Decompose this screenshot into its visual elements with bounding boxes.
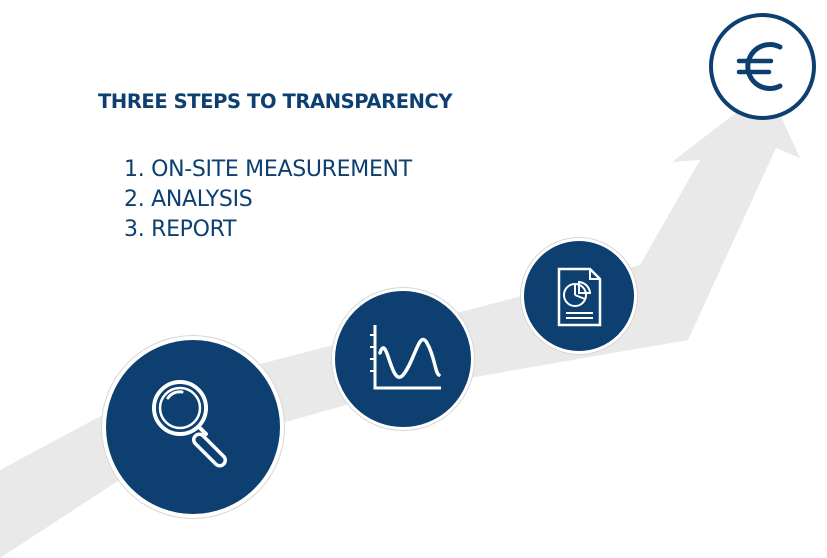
pie-chart-report-icon (557, 267, 602, 327)
step-item-measurement: 1. ON-SITE MEASUREMENT (124, 157, 412, 182)
line-chart-icon (370, 325, 441, 390)
analysis-step-circle (332, 288, 474, 430)
magnifying-glass-icon (152, 380, 228, 468)
diagram-title: THREE STEPS TO TRANSPARENCY (98, 90, 453, 113)
measurement-step-circle (102, 336, 284, 518)
euro-goal-circle (709, 13, 816, 120)
step-item-report: 3. REPORT (124, 217, 237, 242)
steps-list: 1. ON-SITE MEASUREMENT 2. ANALYSIS 3. RE… (124, 155, 412, 245)
report-step-circle (521, 238, 637, 354)
step-item-analysis: 2. ANALYSIS (124, 187, 253, 212)
euro-icon (736, 42, 783, 91)
